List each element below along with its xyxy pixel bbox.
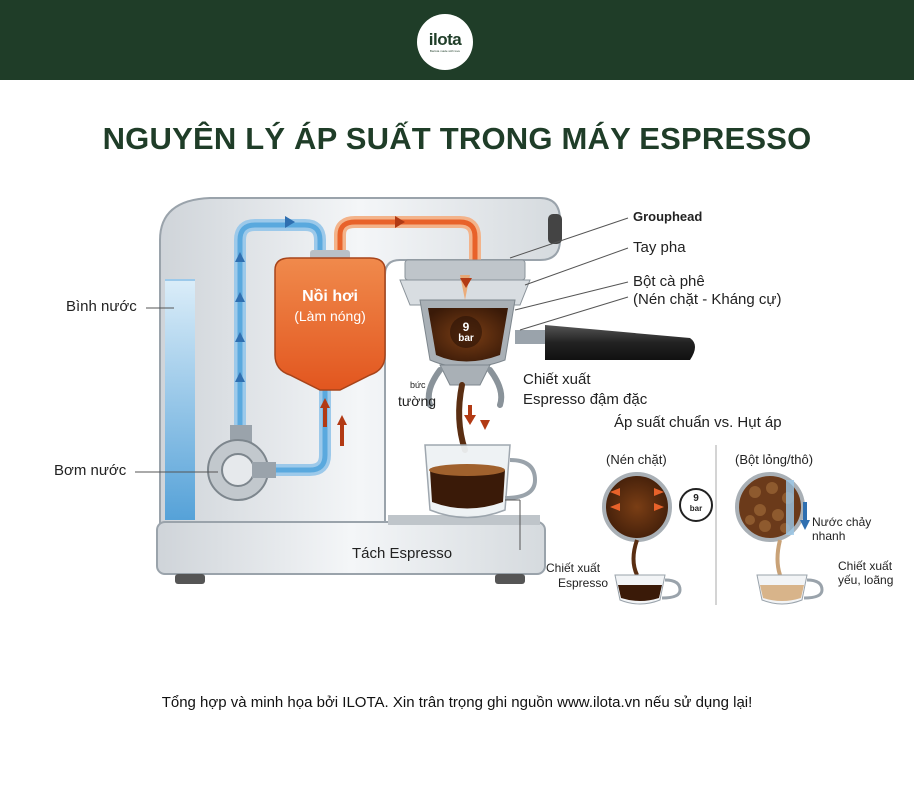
- comparison-flow-note: nhanh: [812, 529, 846, 543]
- label-pump: Bơm nước: [54, 462, 127, 479]
- label-grouphead: Grouphead: [633, 209, 703, 224]
- footer-credit: Tổng hợp và minh họa bởi ILOTA. Xin trân…: [161, 694, 753, 711]
- comparison-right-result: Chiết xuất: [838, 559, 893, 573]
- comparison-flow: Nước chảy: [812, 515, 872, 529]
- label-coffee-bed-note: (Nén chặt - Kháng cự): [633, 291, 782, 308]
- ilota-logo[interactable]: ilota Barista made with love: [417, 14, 473, 70]
- header-bar: ilota Barista made with love: [0, 0, 914, 80]
- leader-lines: [135, 217, 629, 550]
- espresso-cup: [424, 444, 538, 519]
- boiler: [274, 250, 386, 391]
- comparison-left-result-note: Espresso: [558, 576, 609, 590]
- comparison-left-result: Chiết xuất: [546, 561, 601, 575]
- label-cup: Tách Espresso: [352, 545, 453, 562]
- pressure-gauge-icon: [679, 488, 713, 522]
- gauge-unit: bar: [689, 504, 703, 513]
- page-title: NGUYÊN LÝ ÁP SUẤT TRONG MÁY ESPRESSO: [102, 121, 812, 156]
- comparison-panel: [602, 445, 824, 605]
- espresso-stream: [456, 382, 468, 453]
- pressure-badge: [450, 316, 482, 348]
- comparison-right-label: (Bột lỏng/thô): [735, 452, 814, 467]
- label-extraction: Chiết xuất: [523, 371, 591, 388]
- label-water-tank: Bình nước: [66, 298, 137, 315]
- label-coffee-bed: Bột cà phê: [633, 273, 705, 290]
- gauge-value: 9: [693, 493, 699, 504]
- label-portafilter: Tay pha: [633, 239, 686, 256]
- label-spout-line2: tường: [398, 393, 437, 409]
- machine-illustration: [135, 197, 824, 605]
- pump: [207, 425, 276, 501]
- logo-text: ilota: [428, 30, 462, 49]
- espresso-diagram: Bình nước Bơm nước Nồi hơi (Làm nóng) Gr…: [0, 180, 914, 620]
- label-extraction-note: Espresso đậm đặc: [523, 391, 648, 408]
- label-boiler-subtitle: (Làm nóng): [294, 308, 366, 324]
- comparison-left-label: (Nén chặt): [606, 452, 667, 467]
- comparison-right-result-note: yếu, loãng: [838, 573, 894, 587]
- label-boiler-title: Nồi hơi: [302, 288, 358, 305]
- water-pipes: [234, 219, 331, 476]
- heat-arrows: [320, 216, 490, 446]
- label-pressure-value: 9: [462, 320, 470, 334]
- comparison-heading: Áp suất chuẩn vs. Hụt áp: [614, 414, 782, 431]
- water-tank: [165, 279, 195, 520]
- hot-water-pipe: [334, 216, 481, 271]
- label-pressure-unit: bar: [458, 333, 474, 344]
- logo-tagline: Barista made with love: [429, 49, 461, 53]
- flow-arrows: [235, 216, 295, 382]
- grouphead-assembly: [399, 259, 695, 408]
- label-spout-line1: bức: [410, 380, 426, 390]
